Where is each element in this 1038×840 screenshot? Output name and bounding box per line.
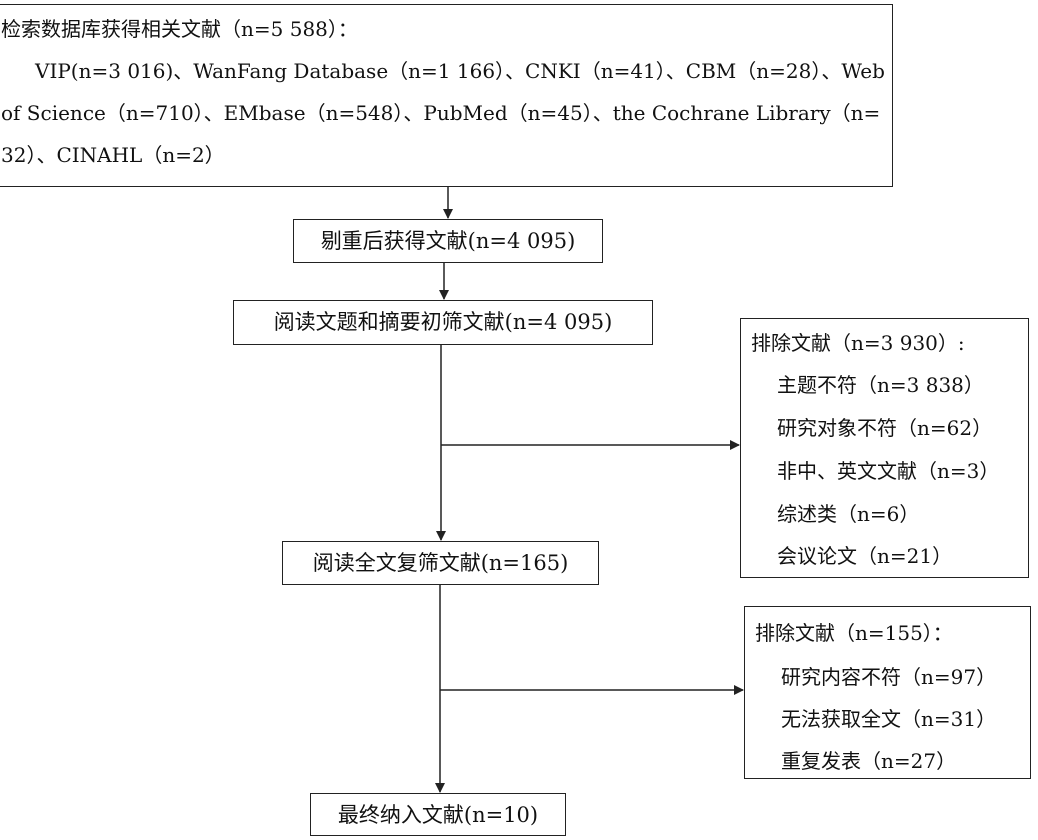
search-line-4: 32）、CINAHL（n=2） — [1, 143, 225, 167]
fulltext-screen-box: 阅读全文复筛文献(n=165) — [282, 541, 599, 585]
fulltext-label: 阅读全文复筛文献(n=165) — [312, 551, 569, 575]
exclusion-2-item: 重复发表（n=27） — [781, 749, 957, 773]
exclusion-1-item: 会议论文（n=21） — [777, 544, 953, 568]
final-included-box: 最终纳入文献(n=10) — [310, 793, 566, 836]
exclusion-1-title: 排除文献（n=3 930）: — [751, 331, 965, 355]
exclusion-1-item: 研究对象不符（n=62） — [777, 416, 993, 440]
exclusion-1-item: 非中、英文文献（n=3） — [777, 459, 1000, 483]
exclusion-1-item: 综述类（n=6） — [777, 502, 920, 526]
search-line-2: VIP(n=3 016)、WanFang Database（n=1 166）、C… — [35, 59, 885, 83]
search-line-1: 检索数据库获得相关文献（n=5 588）： — [1, 17, 358, 41]
exclusion-2-item: 研究内容不符（n=97） — [781, 665, 997, 689]
title-abstract-label: 阅读文题和摘要初筛文献(n=4 095) — [273, 310, 613, 334]
exclusion-1-item: 主题不符（n=3 838） — [777, 373, 984, 397]
search-line-3: of Science（n=710）、EMbase（n=548）、PubMed（n… — [1, 101, 881, 125]
exclusion-box-2: 排除文献（n=155）： 研究内容不符（n=97） 无法获取全文（n=31） 重… — [744, 606, 1031, 779]
final-label: 最终纳入文献(n=10) — [337, 803, 539, 827]
exclusion-2-item: 无法获取全文（n=31） — [781, 707, 997, 731]
title-abstract-screen-box: 阅读文题和摘要初筛文献(n=4 095) — [233, 300, 653, 345]
dedup-label: 剔重后获得文献(n=4 095) — [320, 229, 576, 253]
exclusion-2-title: 排除文献（n=155）： — [755, 621, 953, 645]
dedup-box: 剔重后获得文献(n=4 095) — [293, 219, 603, 263]
search-box: 检索数据库获得相关文献（n=5 588）： VIP(n=3 016)、WanFa… — [0, 4, 893, 187]
exclusion-box-1: 排除文献（n=3 930）: 主题不符（n=3 838） 研究对象不符（n=62… — [740, 318, 1029, 578]
